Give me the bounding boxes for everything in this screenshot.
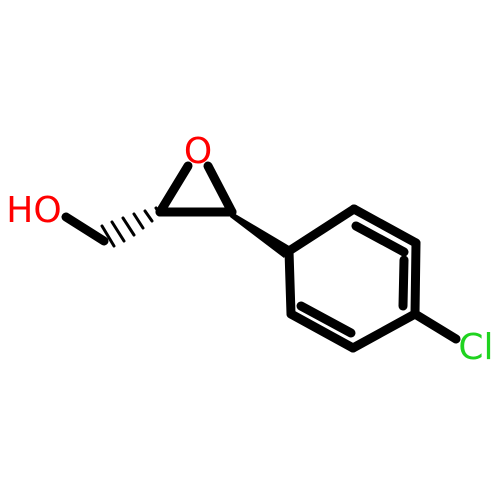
bond-c2-o-ring <box>155 161 193 217</box>
bond-ring-1 <box>284 204 359 256</box>
bond-ring-5 <box>286 309 358 353</box>
bond-ring-4 <box>348 309 420 353</box>
oxygen-ring-label: O <box>184 131 212 172</box>
hashed-wedge-bond <box>100 206 162 248</box>
bond-ring-3 <box>410 238 421 319</box>
double-bond-inner-2 <box>398 255 409 311</box>
chlorine-label: Cl <box>458 327 493 368</box>
bond-c3-o-ring <box>203 161 237 217</box>
solid-wedge-bond <box>230 212 291 258</box>
bond-ring-2 <box>349 204 421 248</box>
double-bond-inner-3 <box>296 301 356 338</box>
bond-ring-6 <box>284 246 296 319</box>
hydroxyl-label: HO <box>6 190 61 231</box>
double-bond-inner-1 <box>351 221 409 257</box>
bond-ch2-oh <box>61 212 109 246</box>
bond-c-cl <box>410 309 461 344</box>
